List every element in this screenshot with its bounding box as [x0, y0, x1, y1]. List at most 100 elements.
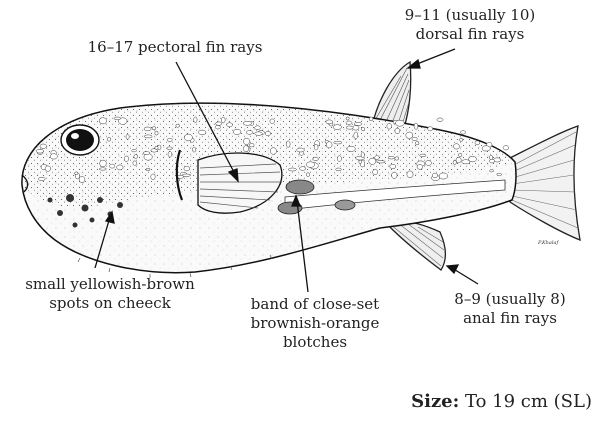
pale-spot — [494, 158, 501, 162]
pale-spot — [100, 160, 107, 167]
pale-spot — [255, 132, 263, 136]
pale-spot — [168, 152, 172, 158]
pale-spot — [497, 173, 502, 176]
pale-spot — [396, 120, 405, 126]
pale-spot — [313, 158, 319, 161]
anal-fin-label-line2: anal fin rays — [420, 309, 600, 328]
blotch — [286, 180, 314, 194]
pale-spot — [184, 166, 190, 171]
pale-spot — [490, 170, 494, 172]
pale-spot — [75, 172, 78, 175]
pale-spot — [146, 168, 150, 171]
pale-spot — [326, 142, 332, 148]
pale-spot — [192, 147, 195, 152]
pale-spot — [439, 173, 448, 179]
pale-spot — [79, 176, 85, 182]
pale-spot — [233, 129, 241, 134]
pale-spot — [270, 119, 275, 124]
dorsal-fin-label-line2: dorsal fin rays — [370, 25, 570, 44]
pale-spot — [50, 154, 57, 159]
pale-spot — [246, 131, 252, 135]
pale-spot — [375, 156, 380, 160]
pale-spot — [255, 126, 261, 130]
pale-spot — [354, 132, 358, 139]
pale-spot — [390, 164, 396, 168]
blotch — [335, 200, 355, 210]
pale-spot — [333, 125, 341, 130]
pale-spot — [155, 146, 158, 149]
pale-spot — [392, 172, 398, 178]
pale-spot — [221, 117, 225, 123]
pale-spot — [334, 141, 342, 144]
pale-spot — [460, 131, 465, 134]
pale-spot — [456, 157, 461, 163]
pale-spot — [182, 174, 191, 176]
pale-spot — [306, 173, 309, 177]
pale-spot — [124, 156, 128, 162]
pale-spot — [199, 130, 206, 135]
pale-spot — [395, 128, 400, 133]
pale-spot — [432, 173, 437, 178]
pale-spot — [244, 138, 250, 144]
pale-spot — [326, 120, 333, 124]
cheek-spots-label-line2: spots on cheeck — [10, 294, 210, 313]
pale-spot — [428, 127, 433, 131]
pale-spot — [337, 156, 341, 162]
pale-spot — [297, 148, 305, 152]
pectoral-fin-label: 16–17 pectoral fin rays — [60, 38, 290, 57]
size-info: Size: To 19 cm (SL) — [411, 391, 592, 412]
band-blotches-label-line2: brownish-orange — [215, 314, 415, 333]
pale-spot — [361, 127, 364, 130]
pale-spot — [354, 122, 361, 125]
pectoral-fin-label-line1: 16–17 pectoral fin rays — [60, 38, 290, 57]
pale-spot — [369, 158, 376, 164]
pale-spot — [144, 135, 152, 138]
pale-spot — [176, 124, 180, 127]
pale-spot — [194, 117, 197, 123]
pale-spot — [99, 118, 106, 124]
pale-spot — [347, 146, 355, 151]
pale-spot — [227, 123, 233, 127]
pale-spot — [460, 138, 463, 141]
pale-spot — [361, 152, 364, 158]
pale-spot — [143, 152, 150, 155]
pale-spot — [415, 142, 419, 145]
pale-spot — [482, 146, 490, 151]
dorsal-fin-label: 9–11 (usually 10) dorsal fin rays — [370, 6, 570, 44]
pale-spot — [346, 121, 352, 124]
pale-spot — [126, 134, 129, 139]
pale-spot — [395, 157, 399, 160]
pale-spot — [346, 126, 353, 129]
anal-fin-label: 8–9 (usually 8) anal fin rays — [420, 290, 600, 328]
pale-spot — [265, 131, 270, 136]
pale-spot — [373, 170, 378, 175]
pale-spot — [243, 146, 249, 152]
pale-spot — [288, 168, 296, 171]
pale-spot — [215, 125, 220, 129]
pale-spot — [462, 160, 470, 164]
pale-spot — [458, 153, 462, 156]
pale-spot — [503, 146, 509, 150]
pale-spot — [407, 171, 413, 178]
pale-spot — [369, 117, 373, 121]
tail-fin — [510, 126, 580, 240]
size-value: To 19 cm (SL) — [465, 391, 592, 412]
anal-fin — [385, 221, 445, 270]
pale-spot — [359, 160, 362, 163]
pale-spot — [40, 144, 47, 148]
pale-spot — [412, 137, 417, 140]
pale-spot — [114, 117, 121, 120]
pale-spot — [45, 166, 51, 171]
pale-spot — [250, 144, 255, 147]
pale-spot — [38, 177, 45, 180]
pale-spot — [286, 141, 290, 147]
pale-spot — [346, 117, 349, 120]
pale-spot — [132, 150, 137, 152]
dorsal-fin-label-line1: 9–11 (usually 10) — [370, 6, 570, 25]
pale-spot — [243, 121, 251, 125]
pale-spot — [306, 162, 314, 168]
artist-signature: P.Khalaf — [538, 240, 558, 246]
pale-spot — [151, 174, 155, 180]
pale-spot — [184, 134, 192, 141]
pale-spot — [387, 123, 392, 129]
